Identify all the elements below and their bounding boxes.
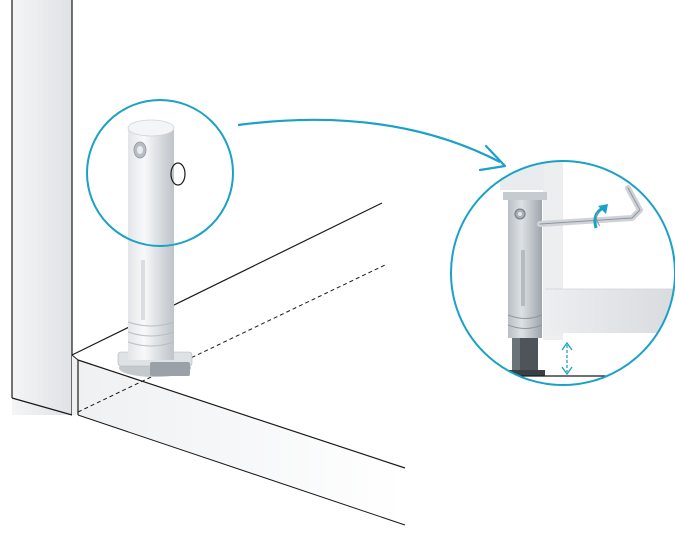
side-wall xyxy=(11,0,73,416)
curved-arrow-icon xyxy=(237,118,507,172)
leveling-foot xyxy=(117,119,193,377)
double-arrow-icon xyxy=(561,341,573,376)
cabinet-base xyxy=(71,202,406,526)
zoom-detail xyxy=(451,161,675,385)
zoom-circle-outline xyxy=(450,160,675,386)
adjustment-hole xyxy=(170,162,186,186)
rotate-arrow-icon xyxy=(593,204,608,229)
magnifier-circle-icon xyxy=(86,99,234,247)
